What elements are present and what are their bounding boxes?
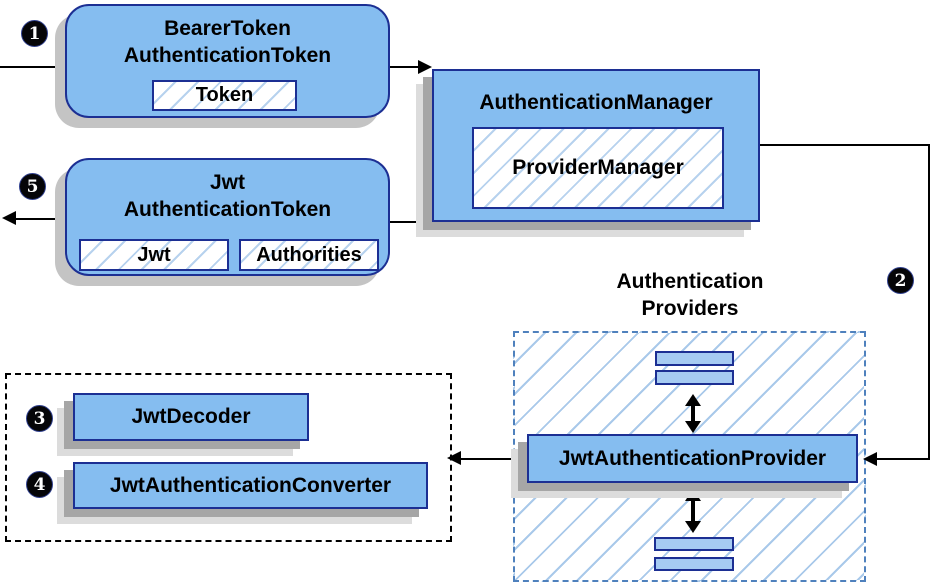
node-jwt-authentication-token: Jwt AuthenticationToken Jwt Authorities: [65, 158, 390, 276]
arrow-left-icon: [2, 211, 16, 225]
flow-line-step3: [460, 458, 513, 460]
arrow-right-icon: [418, 60, 432, 74]
authentication-providers-title: Authentication Providers: [555, 268, 825, 322]
step-badge-3: 3: [26, 405, 53, 432]
node-authentication-manager: AuthenticationManager ProviderManager: [432, 69, 760, 222]
group-title-line: Authentication: [616, 270, 764, 293]
flow-line-step2-top: [760, 144, 930, 146]
node-title: JwtAuthenticationProvider: [558, 447, 827, 470]
arrow-down-icon: [685, 421, 701, 433]
arrow-down-icon: [685, 521, 701, 533]
field-provider-manager: ProviderManager: [472, 127, 724, 209]
double-arrow-icon: [685, 394, 701, 433]
flow-line-manager-to-token: [390, 221, 432, 223]
provider-placeholder-bar: [654, 537, 734, 551]
field-label: Jwt: [137, 243, 171, 266]
provider-placeholder-bar: [655, 351, 734, 366]
arrow-left-icon: [863, 452, 877, 466]
arrow-up-icon: [685, 489, 701, 501]
flow-line-step2-side: [928, 144, 930, 460]
field-label: Token: [195, 84, 254, 106]
field-token: Token: [152, 80, 297, 111]
flow-line-step1: [0, 66, 66, 68]
node-bearer-token-authentication-token: BearerToken AuthenticationToken Token: [65, 4, 390, 118]
arrow-left-icon: [447, 451, 461, 465]
node-title: Jwt: [209, 171, 245, 194]
node-jwt-authentication-converter: JwtAuthenticationConverter: [73, 462, 428, 509]
field-label: Authorities: [256, 243, 362, 266]
arrow-up-icon: [685, 394, 701, 406]
flow-line-step2-bottom: [876, 458, 930, 460]
double-arrow-icon: [685, 489, 701, 533]
node-title: AuthenticationToken: [123, 44, 332, 67]
provider-placeholder-bar: [655, 370, 734, 385]
flow-line-step5: [14, 218, 65, 220]
field-jwt: Jwt: [79, 239, 229, 271]
step-badge-5: 5: [19, 173, 46, 200]
step-badge-2: 2: [887, 267, 914, 294]
group-title-line: Providers: [641, 297, 739, 320]
node-jwt-authentication-provider: JwtAuthenticationProvider: [527, 434, 858, 483]
node-title: AuthenticationToken: [123, 198, 332, 221]
node-title: JwtDecoder: [131, 405, 251, 428]
step-badge-1: 1: [21, 20, 48, 47]
node-title: JwtAuthenticationConverter: [109, 474, 392, 497]
field-authorities: Authorities: [239, 239, 379, 271]
node-title: BearerToken: [164, 17, 291, 40]
node-title: AuthenticationManager: [479, 91, 713, 114]
flow-line-to-authentication-manager: [390, 66, 420, 68]
step-badge-4: 4: [26, 471, 53, 498]
provider-placeholder-bar: [654, 557, 734, 571]
field-label: ProviderManager: [512, 156, 684, 179]
node-jwt-decoder: JwtDecoder: [73, 393, 309, 441]
